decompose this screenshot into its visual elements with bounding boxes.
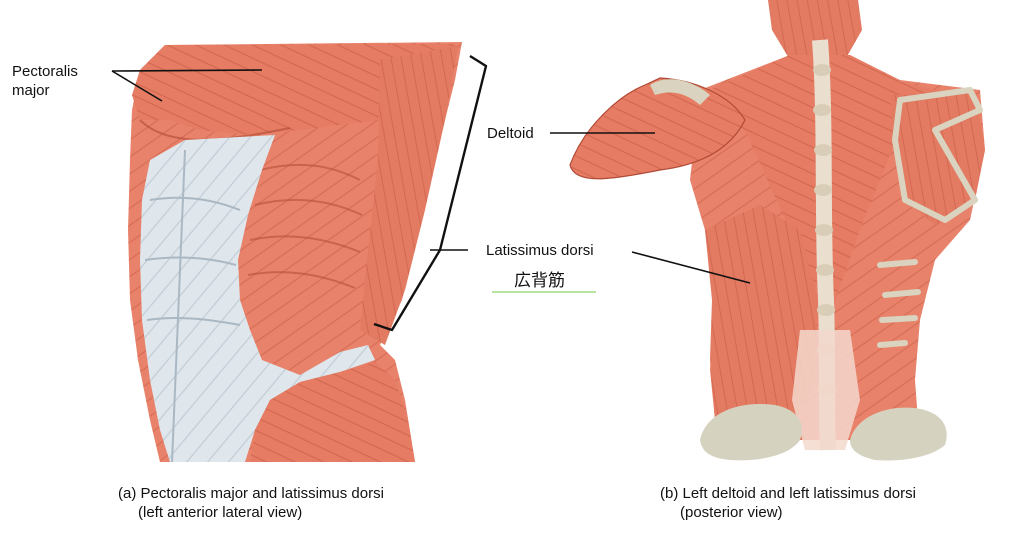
pelvis-right (850, 407, 947, 461)
leader-lines-right (550, 132, 751, 284)
figure-a-anterior-lateral (128, 42, 462, 463)
caption-b-line1: (b) Left deltoid and left latissimus dor… (660, 485, 916, 502)
pectoralis-major-muscle (132, 44, 455, 135)
figure-b-posterior (569, 0, 985, 461)
latissimus-dorsi-lateral-muscle (360, 46, 458, 345)
caption-a-line1: (a) Pectoralis major and latissimus dors… (118, 485, 384, 502)
rectus-segments (144, 149, 241, 463)
thoracolumbar-fascia (792, 330, 860, 450)
leader-lines-left (111, 69, 468, 251)
caption-b-line2: (posterior view) (680, 504, 783, 521)
ribs (877, 259, 921, 348)
serratus-digitations (247, 163, 363, 289)
label-pectoralis-line1: Pectoralis (12, 63, 78, 80)
label-deltoid: Deltoid (487, 125, 534, 142)
pelvis-left (700, 404, 802, 461)
scapula (892, 87, 983, 223)
label-latissimus-dorsi-japanese: 広背筋 (514, 271, 565, 291)
acromion (650, 79, 710, 105)
rotator-cuff-region (890, 92, 985, 225)
label-latissimus-dorsi: Latissimus dorsi (486, 242, 594, 259)
label-pectoralis-major: Pectoralis major (12, 62, 78, 100)
caption-a: (a) Pectoralis major and latissimus dors… (118, 484, 384, 522)
label-pectoralis-line2: major (12, 82, 50, 99)
annotation-underline (492, 291, 596, 293)
caption-a-line2: (left anterior lateral view) (138, 504, 303, 521)
neck-muscles (768, 0, 862, 60)
external-oblique-lower (250, 362, 415, 462)
abdominal-fascia (140, 135, 375, 462)
caption-b: (b) Left deltoid and left latissimus dor… (660, 484, 916, 522)
latissimus-dorsi-muscle (705, 205, 818, 440)
